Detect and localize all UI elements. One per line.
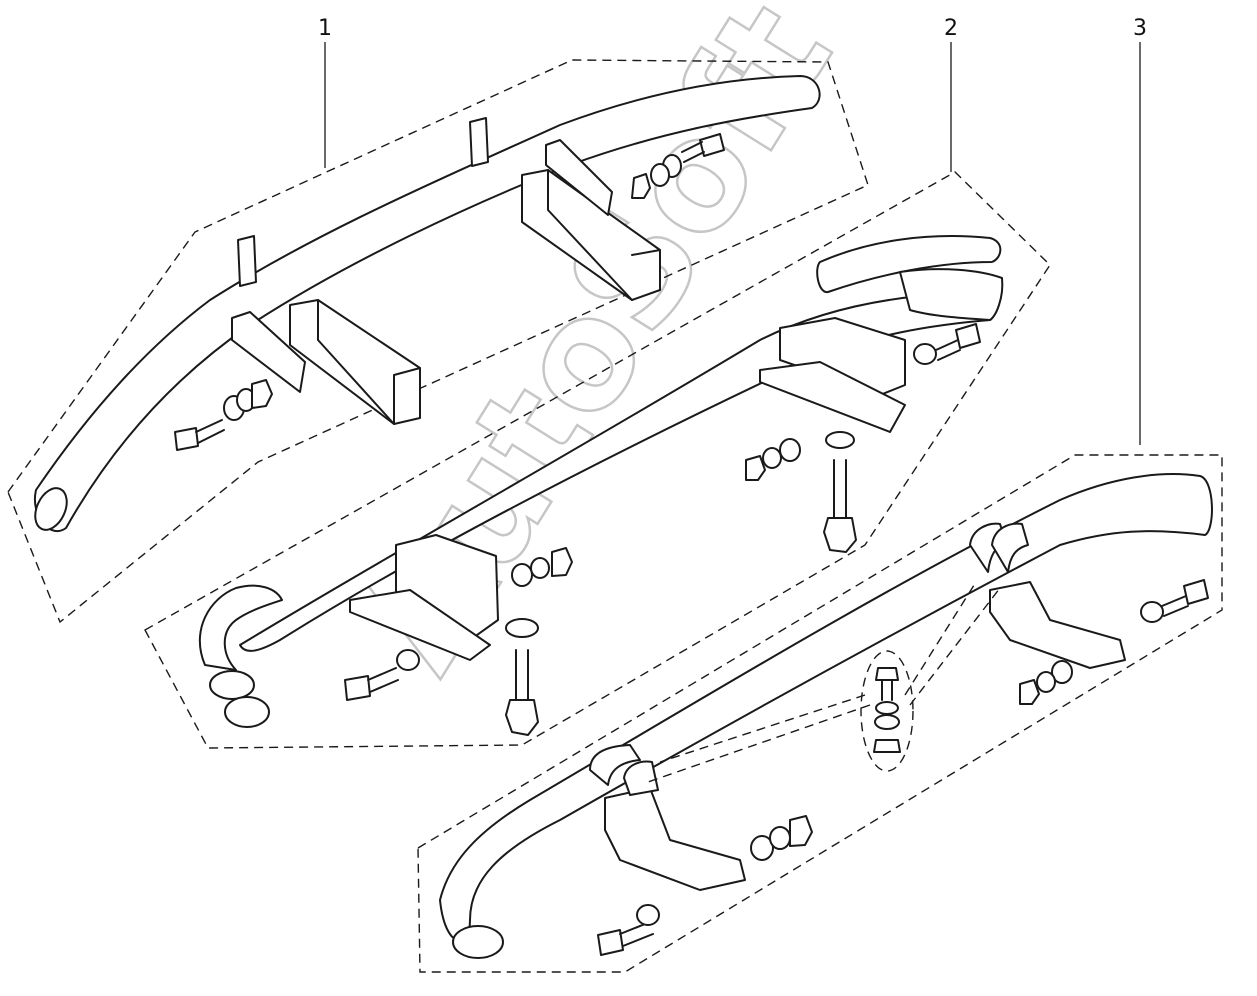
long-bolt-2b bbox=[823, 431, 857, 553]
assembly-2 bbox=[144, 171, 1051, 749]
long-bolt-2a bbox=[505, 618, 539, 736]
assembly-1 bbox=[7, 59, 869, 624]
group-boundary-1 bbox=[7, 59, 869, 624]
bolt-3a bbox=[597, 904, 660, 956]
bracket-3b bbox=[989, 581, 1126, 669]
callout-1: 1 bbox=[318, 16, 332, 168]
bolt-1a bbox=[174, 419, 225, 451]
washer-set-1a bbox=[223, 379, 273, 421]
callout-label-1: 1 bbox=[318, 16, 332, 41]
group-boundary-2 bbox=[144, 171, 1051, 749]
callout-label-2: 2 bbox=[944, 16, 958, 41]
fastener-stack-3 bbox=[873, 667, 901, 753]
assembly-3 bbox=[417, 454, 1223, 973]
fastener-callout-ring bbox=[860, 650, 914, 772]
washer-set-2a bbox=[511, 547, 573, 587]
bolt-2b bbox=[913, 323, 981, 365]
washer-set-2b bbox=[745, 438, 801, 481]
bolt-2a bbox=[344, 649, 420, 701]
callout-3: 3 bbox=[1133, 16, 1147, 445]
bumper-tube-1 bbox=[33, 75, 821, 532]
bracket-3a bbox=[604, 787, 746, 891]
bracket-1a bbox=[289, 299, 421, 425]
washer-set-3a bbox=[750, 815, 813, 861]
bumper-tube-3 bbox=[439, 473, 1213, 942]
bolt-3b bbox=[1140, 579, 1209, 623]
bracket-2b bbox=[779, 317, 906, 396]
bolt-1b bbox=[681, 133, 725, 163]
washer-set-1b bbox=[631, 154, 682, 199]
callout-2: 2 bbox=[944, 16, 958, 172]
callout-label-3: 3 bbox=[1133, 16, 1147, 41]
washer-set-3b bbox=[1019, 660, 1073, 705]
group-boundary-3 bbox=[417, 454, 1223, 973]
